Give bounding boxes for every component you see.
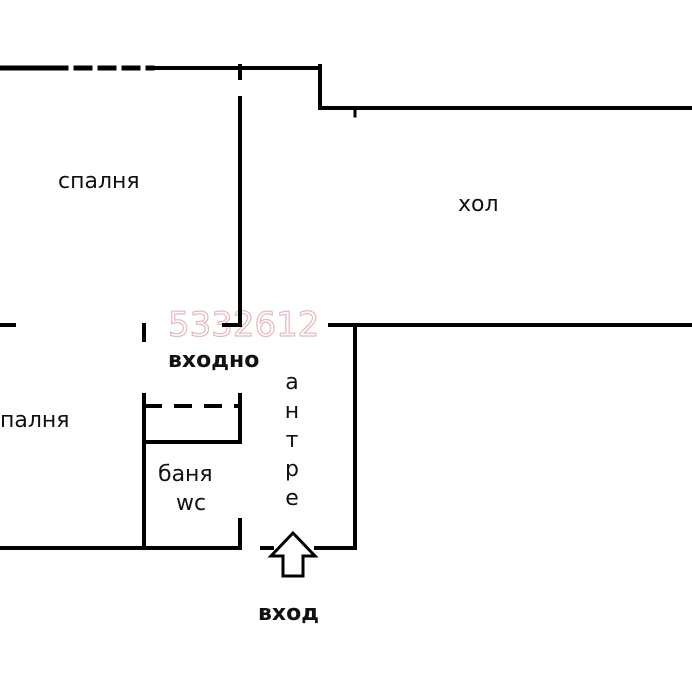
label-wc: wc (176, 491, 206, 516)
hall-letter: р (285, 457, 299, 482)
label-entry: вход (258, 601, 319, 626)
label-bath: баня (158, 462, 213, 487)
hall-letter: н (285, 399, 299, 424)
hall-letter: а (285, 370, 298, 395)
hall-letter: е (285, 486, 299, 511)
label-living: хол (458, 192, 499, 217)
watermark-text: 5332612 (168, 305, 319, 345)
label-bedroom-bottom: палня (0, 408, 70, 433)
label-bedroom-top: спалня (58, 169, 140, 194)
label-entrance: входно (168, 348, 259, 373)
walls (0, 64, 692, 550)
hall-letter: т (286, 428, 299, 453)
up-arrow-outline-icon (267, 530, 319, 578)
